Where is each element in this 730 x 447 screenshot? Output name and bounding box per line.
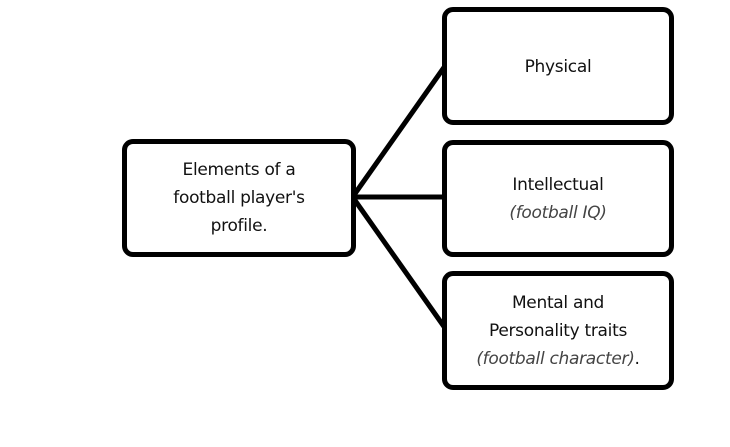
node-note: (football IQ) xyxy=(509,202,607,223)
connector-physical xyxy=(351,64,448,197)
connector-mental xyxy=(351,197,448,330)
root-node: Elements of a football player's profile. xyxy=(122,139,356,257)
node-title: Intellectual xyxy=(512,174,604,195)
node-title: Mental and xyxy=(511,292,605,313)
node-physical: Physical xyxy=(442,7,674,125)
node-mental: Mental and Personality traits (football … xyxy=(442,271,674,390)
node-note: (football character). xyxy=(476,348,640,369)
root-line: Elements of a xyxy=(182,160,296,180)
root-line: football player's xyxy=(173,188,305,208)
root-line: profile. xyxy=(210,216,268,236)
node-title: Personality traits xyxy=(488,320,628,341)
node-title: Physical xyxy=(524,57,592,77)
node-intellectual: Intellectual (football IQ) xyxy=(442,140,674,257)
